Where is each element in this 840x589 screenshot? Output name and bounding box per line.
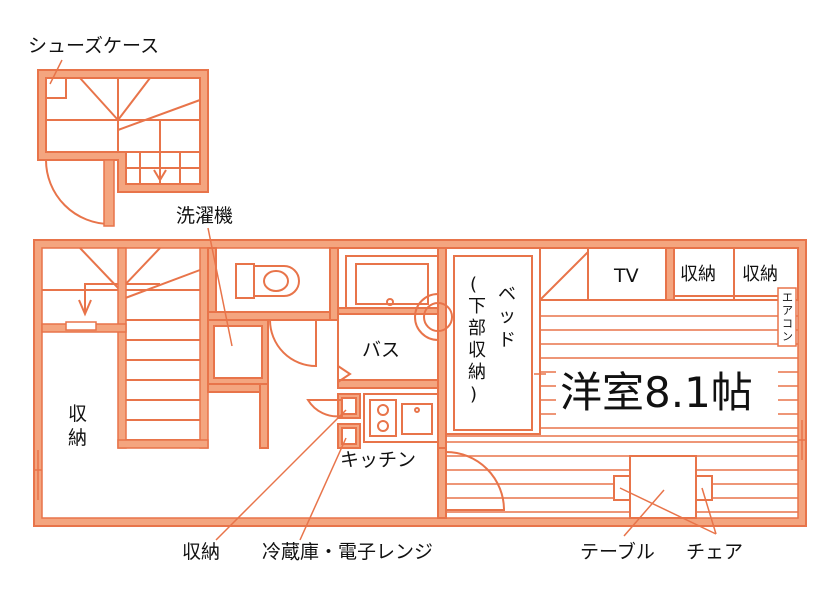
entrance-door xyxy=(437,447,506,519)
left-storage-label-2: 納 xyxy=(68,427,87,449)
svg-text:下: 下 xyxy=(468,296,486,317)
washing-machine-label: 洗濯機 xyxy=(176,205,233,227)
bed-label: ベ ッ ド ( 下 部 収 納 ) xyxy=(468,274,516,405)
upper-door-leaf xyxy=(103,159,115,227)
tv-label: TV xyxy=(613,265,639,287)
table-set xyxy=(613,455,713,519)
bottom-storage-label: 収納 xyxy=(182,541,220,563)
room-label-bg xyxy=(556,364,778,416)
stair-wall-right xyxy=(199,247,209,449)
svg-text:ド: ド xyxy=(498,330,516,351)
svg-text:ベ: ベ xyxy=(498,284,516,305)
table-label: テーブル xyxy=(580,540,655,563)
storage-vent xyxy=(65,321,97,331)
fridge-microwave-label: 冷蔵庫・電子レンジ xyxy=(262,541,433,563)
shoe-case-label: シューズケース xyxy=(28,35,159,57)
aircon: エ ア コ ン xyxy=(777,287,797,347)
kitchen-door xyxy=(306,399,343,418)
table-chair-leaders xyxy=(619,487,717,537)
storage-1-label: 収納 xyxy=(680,264,716,285)
left-storage-label-1: 収 xyxy=(68,403,87,425)
fridge-leader xyxy=(299,437,347,541)
tv-corner xyxy=(539,247,799,301)
bath-door xyxy=(337,365,352,383)
svg-text:コ: コ xyxy=(782,317,793,330)
svg-text:ア: ア xyxy=(782,304,793,317)
kitchen-label: キッチン xyxy=(340,449,416,471)
right-window xyxy=(534,364,806,460)
bed xyxy=(445,247,541,435)
bottom-storage-leader xyxy=(215,409,347,541)
room-label: 洋室8.1帖 xyxy=(560,368,753,417)
washer-leader xyxy=(207,227,233,347)
svg-text:(: ( xyxy=(470,274,477,295)
stair-wall xyxy=(117,247,127,449)
shoe-case-leader xyxy=(49,59,63,85)
bath-label: バス xyxy=(362,339,400,361)
svg-text:ッ: ッ xyxy=(498,306,516,327)
toilet-door xyxy=(269,319,317,368)
washer xyxy=(207,319,269,449)
svg-text:): ) xyxy=(470,384,477,405)
upper-floor xyxy=(37,69,209,225)
svg-text:納: 納 xyxy=(468,362,486,383)
storage-2-label: 収納 xyxy=(742,264,778,285)
svg-text:収: 収 xyxy=(468,340,486,361)
svg-text:エ: エ xyxy=(782,291,793,304)
chair-label: チェア xyxy=(686,541,743,563)
svg-text:部: 部 xyxy=(468,318,486,339)
left-window xyxy=(34,450,42,500)
stair-bottom-wall xyxy=(117,439,209,449)
svg-text:ン: ン xyxy=(782,330,793,343)
